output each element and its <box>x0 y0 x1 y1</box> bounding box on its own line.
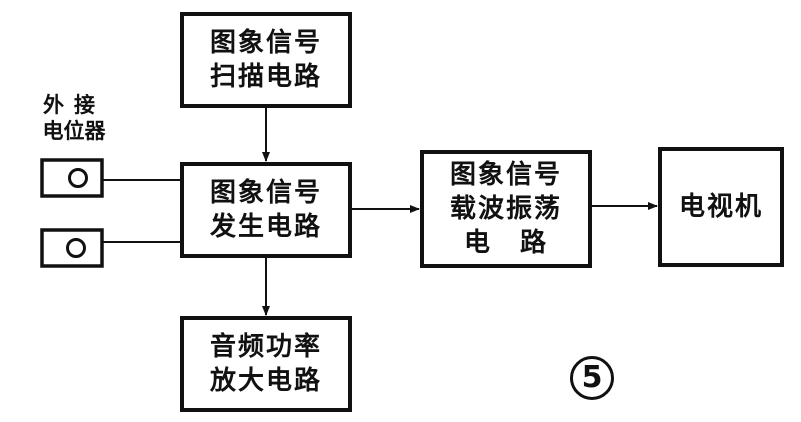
pot-label-line1: 外接 <box>43 93 105 117</box>
image-signal-scan-circuit-block: 图象信号 扫描电路 <box>180 12 352 108</box>
potentiometer-2 <box>40 228 104 268</box>
block-label-line2: 放大电路 <box>209 366 322 396</box>
figure-number-text: 5 <box>581 360 603 395</box>
block-label-line2: 扫描电路 <box>209 62 322 92</box>
block-label-line1: 音频功率 <box>209 332 322 362</box>
figure-number: 5 <box>570 356 614 400</box>
block-label-line2: 载波振荡 <box>449 194 562 224</box>
external-potentiometer-label: 外接 电位器 <box>8 92 140 144</box>
block-label-line3: 电 路 <box>463 228 548 258</box>
image-signal-carrier-oscillator-block: 图象信号 载波振荡 电 路 <box>420 150 592 268</box>
television-block: 电视机 <box>658 147 784 267</box>
block-label-line2: 发生电路 <box>209 212 322 242</box>
block-label-line1: 图象信号 <box>209 178 322 208</box>
potentiometer-1 <box>40 158 104 198</box>
audio-power-amplifier-block: 音频功率 放大电路 <box>180 316 352 412</box>
pot-label-line2: 电位器 <box>42 119 106 143</box>
block-label-line1: 图象信号 <box>209 28 322 58</box>
block-label-line1: 图象信号 <box>449 160 562 190</box>
image-signal-generator-circuit-block: 图象信号 发生电路 <box>180 162 352 258</box>
block-label-line1: 电视机 <box>678 192 763 222</box>
